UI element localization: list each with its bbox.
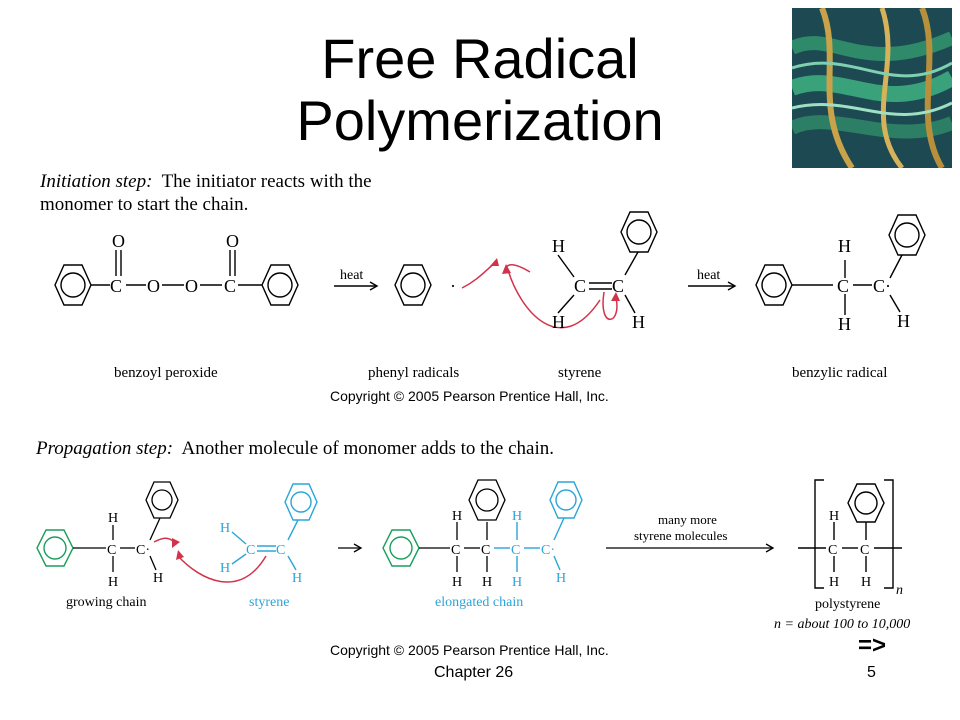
atom-h: H (861, 575, 871, 590)
footer-chapter: Chapter 26 (434, 664, 514, 681)
initiation-label: Initiation step: (40, 171, 153, 192)
atom-c: C (107, 543, 116, 558)
atom-c: C (837, 276, 849, 296)
atom-o: O (147, 276, 160, 296)
atom-h: H (556, 571, 566, 586)
atom-o: O (226, 231, 239, 251)
name-styrene: styrene (249, 595, 289, 610)
atom-h: H (838, 236, 851, 256)
atom-h: H (829, 575, 839, 590)
atom-h: H (220, 521, 230, 536)
atom-h: H (452, 575, 462, 590)
name-elongated-chain: elongated chain (435, 595, 523, 610)
atom-o: O (185, 276, 198, 296)
arrow-label-many-more: many more (658, 512, 717, 527)
atom-h: H (552, 236, 565, 256)
radical-carbon: C· (541, 543, 555, 558)
arrow-label-styrene-molecules: styrene molecules (634, 528, 728, 543)
heat-label-2: heat (697, 268, 720, 283)
name-polystyrene: polystyrene (815, 597, 880, 612)
atom-c: C (246, 543, 255, 558)
polymer-length-note: n = about 100 to 10,000 (774, 617, 910, 632)
polymer-fibers-image (792, 8, 952, 168)
atom-h: H (632, 312, 645, 332)
propagation-scheme: H C C· H H H C C H H H C C H H n H C C H… (36, 479, 910, 632)
atom-h: H (512, 509, 522, 524)
atom-o: O (112, 231, 125, 251)
atom-c: C (276, 543, 285, 558)
atom-c: C (828, 543, 837, 558)
atom-h: H (552, 312, 565, 332)
initiation-text-2: monomer to start the chain. (40, 194, 249, 215)
atom-c: C (574, 276, 586, 296)
atom-h: H (482, 575, 492, 590)
atom-h: H (108, 511, 118, 526)
polymer-subscript: n (896, 583, 903, 598)
copyright-2: Copyright © 2005 Pearson Prentice Hall, … (330, 642, 609, 658)
atom-h: H (220, 561, 230, 576)
name-phenyl-radicals: phenyl radicals (368, 365, 459, 381)
heat-label-1: heat (340, 268, 363, 283)
radical-carbon: C· (873, 276, 891, 296)
atom-h: H (897, 311, 910, 331)
atom-h: H (452, 509, 462, 524)
atom-c: C (224, 276, 236, 296)
atom-h: H (829, 509, 839, 524)
copyright-1: Copyright © 2005 Pearson Prentice Hall, … (330, 388, 609, 404)
atom-c: C (110, 276, 122, 296)
atom-h: H (292, 571, 302, 586)
name-benzylic-radical: benzylic radical (792, 365, 887, 381)
propagation-text: Another molecule of monomer adds to the … (181, 438, 555, 459)
atom-c: C (511, 543, 520, 558)
atom-h: H (838, 314, 851, 334)
radical-dot: · (450, 276, 456, 296)
propagation-description: Propagation step: Another molecule of mo… (36, 437, 554, 460)
atom-c: C (481, 543, 490, 558)
initiation-scheme: C O O C O O · H C C H H H C C· H H heat … (54, 211, 926, 381)
atom-c: C (451, 543, 460, 558)
initiation-description: Initiation step: The initiator reacts wi… (40, 170, 372, 216)
name-styrene: styrene (558, 365, 602, 381)
atom-c: C (612, 276, 624, 296)
next-slide-link[interactable]: => (858, 632, 887, 659)
name-growing-chain: growing chain (66, 595, 146, 610)
initiation-text-1: The initiator reacts with the (161, 171, 372, 192)
atom-h: H (108, 575, 118, 590)
slide-title: Free Radical Polymerization (296, 27, 664, 152)
radical-carbon: C· (136, 543, 150, 558)
footer-page-number: 5 (867, 664, 876, 681)
propagation-label: Propagation step: (36, 438, 174, 459)
atom-c: C (860, 543, 869, 558)
name-benzoyl-peroxide: benzoyl peroxide (114, 365, 218, 381)
atom-h: H (153, 571, 163, 586)
atom-h: H (512, 575, 522, 590)
